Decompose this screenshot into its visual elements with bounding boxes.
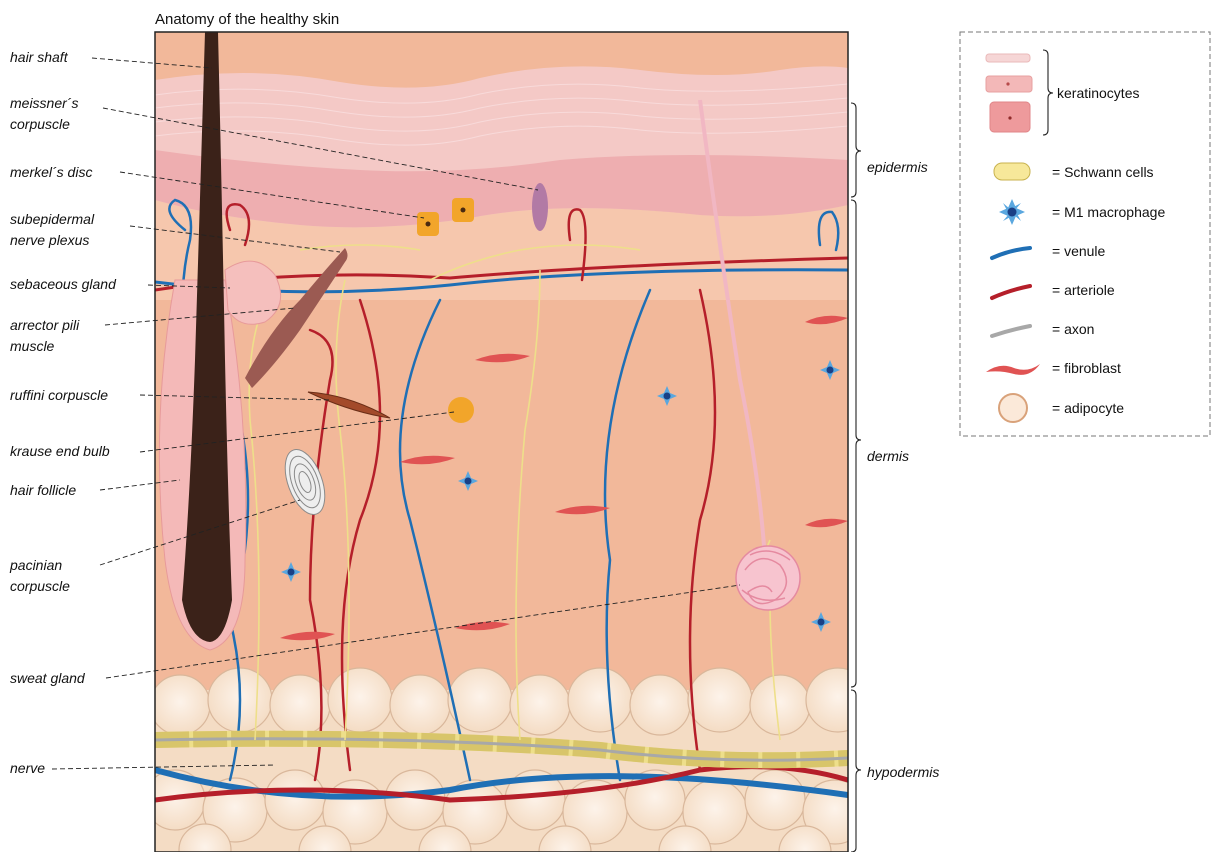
label-meissner-line1: meissner´s [10, 95, 78, 111]
legend-macrophage: = M1 macrophage [1052, 204, 1165, 220]
keratinocyte-brace [1043, 50, 1053, 135]
adipocyte-icon [999, 394, 1027, 422]
label-ruffini: ruffini corpuscle [10, 387, 108, 403]
legend-venule: = venule [1052, 243, 1106, 259]
label-pacinian-line2: corpuscle [10, 578, 70, 594]
label-hair-shaft: hair shaft [10, 49, 69, 65]
label-sweat-gland: sweat gland [10, 670, 86, 686]
label-meissner-line2: corpuscle [10, 116, 70, 132]
schwann-cell-icon [994, 163, 1030, 180]
krause-end-bulb [448, 397, 474, 423]
axon-icon [992, 326, 1030, 336]
skin-section [145, 32, 870, 852]
legend-fibroblast: = fibroblast [1052, 360, 1121, 376]
label-sebaceous: sebaceous gland [10, 276, 117, 292]
label-subepidermal-line1: subepidermal [10, 211, 95, 227]
legend-adipocyte: = adipocyte [1052, 400, 1124, 416]
diagram-title: Anatomy of the healthy skin [155, 11, 339, 28]
meissner-corpuscle [532, 183, 548, 231]
label-subepidermal-line2: nerve plexus [10, 232, 89, 248]
layer-label-hypodermis: hypodermis [867, 764, 939, 780]
label-nerve: nerve [10, 760, 45, 776]
legend-axon: = axon [1052, 321, 1094, 337]
layer-label-epidermis: epidermis [867, 159, 928, 175]
legend-keratinocytes: keratinocytes [1057, 85, 1139, 101]
layer-braces [851, 103, 861, 852]
macrophage-icon [999, 199, 1025, 225]
label-pacinian-line1: pacinian [9, 557, 62, 573]
sweat-gland [736, 546, 800, 610]
label-arrector-line1: arrector pili [10, 317, 80, 333]
arteriole-icon [992, 286, 1030, 298]
label-krause: krause end bulb [10, 443, 110, 459]
label-merkel: merkel´s disc [10, 164, 92, 180]
legend-schwann: = Schwann cells [1052, 164, 1154, 180]
keratinocyte-flat-icon [986, 54, 1030, 62]
label-hair-follicle: hair follicle [10, 482, 76, 498]
label-arrector-line2: muscle [10, 338, 55, 354]
legend: keratinocytes = Schwann cells = M1 macro… [960, 32, 1210, 436]
left-labels: hair shaft meissner´s corpuscle merkel´s… [9, 49, 117, 776]
venule-icon [992, 248, 1030, 258]
fibroblast-icon [986, 364, 1040, 375]
legend-arteriole: = arteriole [1052, 282, 1115, 298]
layer-label-dermis: dermis [867, 448, 909, 464]
